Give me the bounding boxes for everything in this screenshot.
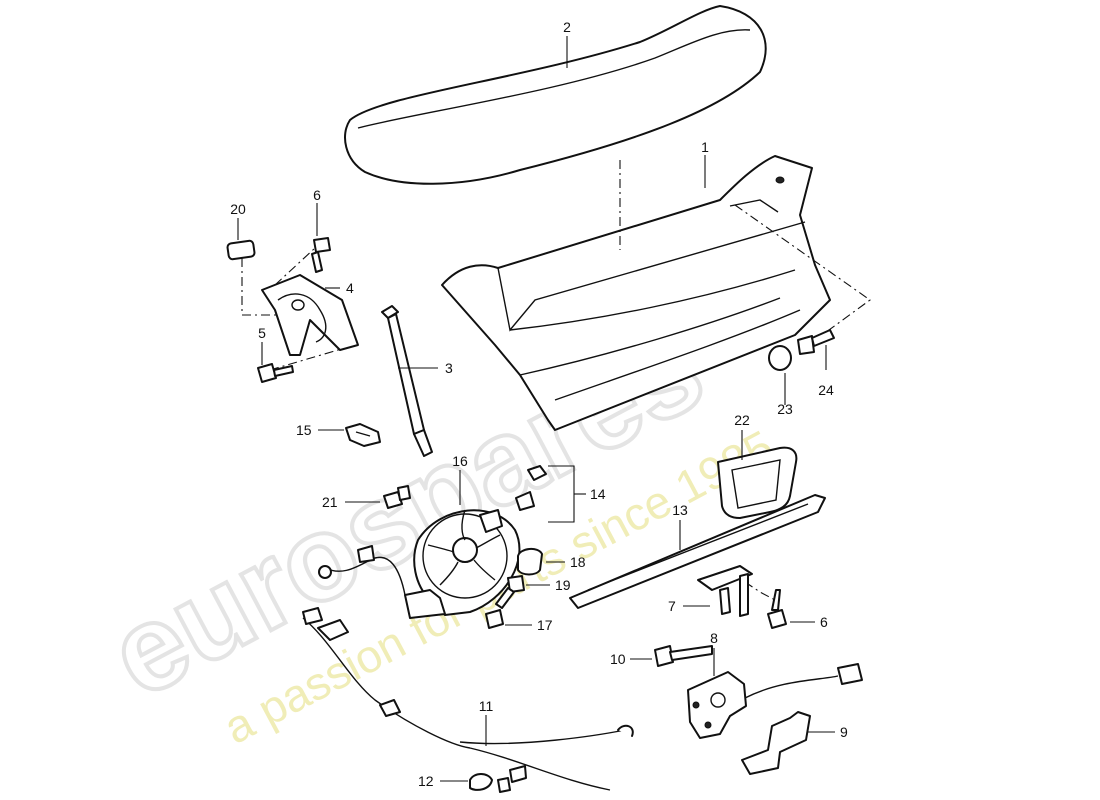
part-1-rear-lid[interactable] [441,155,831,431]
latch-connector[interactable] [837,663,863,685]
leader-lines [237,36,835,782]
part-3-gas-strut[interactable] [381,305,433,457]
callout-12: 12 [418,773,434,789]
callout-20: 20 [230,201,246,217]
part-18-grommet[interactable] [517,548,543,576]
callout-6-upper: 6 [313,187,321,203]
callout-6-lower: 6 [820,614,828,630]
callout-1: 1 [701,139,709,155]
callout-23: 23 [777,401,793,417]
part-24-bolt[interactable] [797,329,835,355]
callout-2: 2 [563,19,571,35]
callout-16: 16 [452,453,468,469]
part-12-cable-end[interactable] [469,773,511,793]
part-22-seal[interactable] [717,446,798,519]
part-9-mounting-bracket[interactable] [741,711,811,775]
part-11-release-cable[interactable] [302,607,634,791]
part-21-screw[interactable] [383,485,411,509]
latch-cable [744,675,839,699]
part-10-bolt[interactable] [654,645,713,667]
callout-3: 3 [445,360,453,376]
part-7-bracket[interactable] [697,565,753,617]
callout-18: 18 [570,554,586,570]
part-8-latch[interactable] [687,671,747,739]
callout-4: 4 [346,280,354,296]
callout-24: 24 [818,382,834,398]
callout-22: 22 [734,412,750,428]
callout-labels: 2 1 20 6 4 5 3 15 21 16 14 18 19 17 22 1… [230,19,848,789]
part-15-clamp[interactable] [345,423,381,447]
part-23-cap[interactable] [768,345,792,371]
callout-8: 8 [710,630,718,646]
callout-14: 14 [590,486,606,502]
callout-5: 5 [258,325,266,341]
callout-10: 10 [610,651,626,667]
part-5-bolt[interactable] [257,363,294,383]
part-6-bolt-lower[interactable] [767,589,787,629]
callout-21: 21 [322,494,338,510]
callout-15: 15 [296,422,312,438]
part-16-fan[interactable] [318,509,521,619]
part-20-clip[interactable] [226,239,256,261]
callout-13: 13 [672,502,688,518]
part-14-fasteners[interactable] [515,465,547,511]
part-13-trim-strip[interactable] [569,494,826,609]
callout-11: 11 [479,698,494,714]
part-2-spoiler[interactable] [344,5,767,185]
part-17-bolt[interactable] [485,587,515,629]
callout-7: 7 [668,598,676,614]
part-4-hinge-bracket[interactable] [261,274,359,356]
callout-9: 9 [840,724,848,740]
callout-17: 17 [537,617,553,633]
callout-19: 19 [555,577,571,593]
part-19-insert[interactable] [507,575,525,593]
part-6-bolt-upper[interactable] [311,237,331,273]
